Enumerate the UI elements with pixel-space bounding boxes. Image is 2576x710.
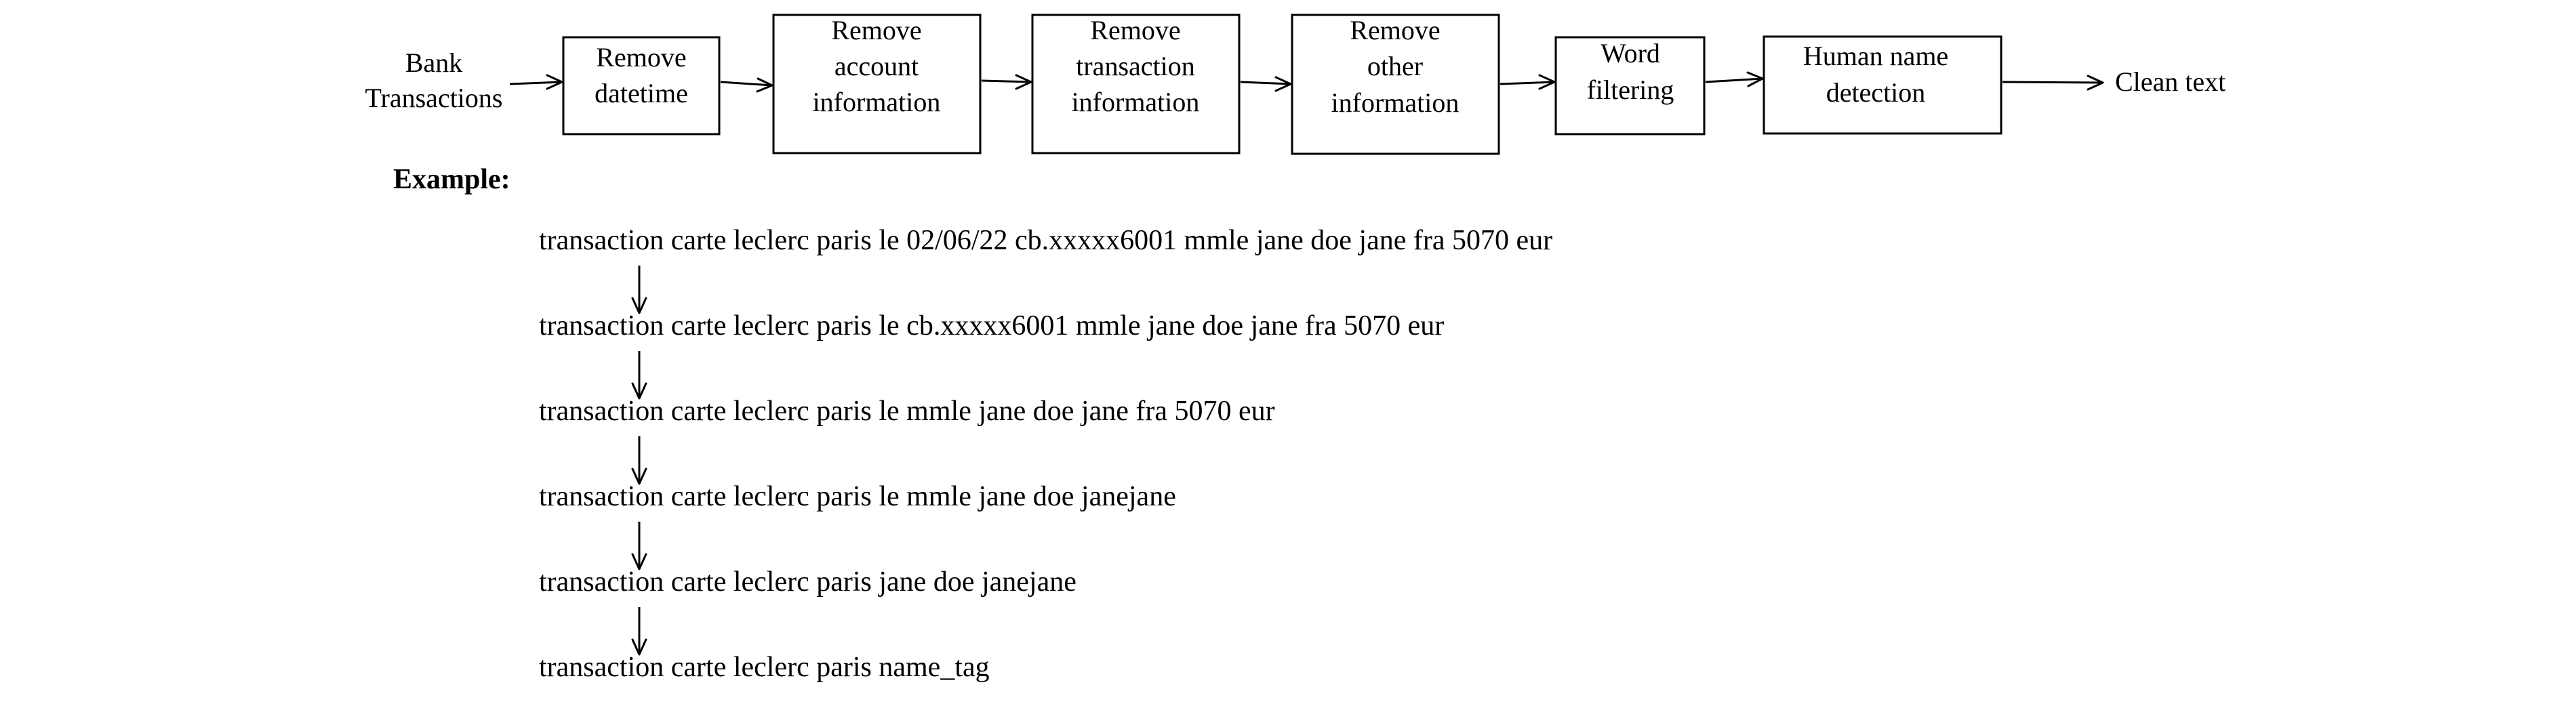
step-label-line: detection bbox=[1826, 77, 1926, 108]
example-line: transaction carte leclerc paris le cb.xx… bbox=[539, 310, 1444, 341]
step-label-line: transaction bbox=[1076, 51, 1195, 81]
step-label-line: Remove bbox=[831, 15, 921, 45]
arrow-down-icon bbox=[631, 522, 647, 570]
step-box bbox=[772, 14, 982, 154]
step-remove-datetime: Remove datetime bbox=[562, 36, 721, 135]
arrow-down-icon bbox=[631, 266, 647, 314]
step-label-line: Remove bbox=[1090, 15, 1180, 45]
example-heading: Example: bbox=[393, 164, 510, 195]
step-label-line: information bbox=[1331, 87, 1460, 118]
step-box bbox=[1291, 14, 1500, 155]
step-label-line: Remove bbox=[1350, 15, 1440, 45]
step-label-line: information bbox=[1072, 87, 1200, 117]
arrow-down-icon bbox=[631, 607, 647, 656]
arrow-right-icon bbox=[720, 77, 773, 93]
arrow-right-icon bbox=[1240, 76, 1292, 92]
step-remove-account-information: Remove account information bbox=[772, 14, 982, 154]
input-label-line: Bank bbox=[405, 47, 462, 78]
input-label-line: Transactions bbox=[365, 83, 503, 113]
step-word-filtering: Word filtering bbox=[1554, 36, 1706, 135]
example-line: transaction carte leclerc paris jane doe… bbox=[539, 566, 1076, 598]
step-box bbox=[1763, 35, 2003, 135]
output-label: Clean text bbox=[2115, 66, 2226, 97]
arrow-right-icon bbox=[1705, 71, 1764, 87]
arrow-right-icon bbox=[1500, 74, 1556, 90]
arrow-right-icon bbox=[509, 74, 563, 90]
step-label-line: Word bbox=[1601, 38, 1660, 68]
arrow-right-icon bbox=[2002, 75, 2104, 91]
step-label-line: account bbox=[834, 51, 919, 81]
input-label: Bank Transactions bbox=[365, 47, 503, 113]
step-remove-other-information: Remove other information bbox=[1291, 14, 1500, 155]
example-line: transaction carte leclerc paris le mmle … bbox=[539, 481, 1176, 512]
step-label-line: datetime bbox=[595, 78, 688, 108]
arrow-down-icon bbox=[631, 436, 647, 485]
arrow-down-icon bbox=[631, 351, 647, 400]
step-label-line: filtering bbox=[1587, 75, 1674, 105]
step-human-name-detection: Human name detection bbox=[1763, 35, 2003, 135]
example-line: transaction carte leclerc paris name_tag bbox=[539, 652, 990, 683]
arrow-right-icon bbox=[981, 74, 1032, 90]
step-label-line: Human name bbox=[1803, 41, 1948, 71]
pipeline-arrows bbox=[509, 71, 2104, 93]
step-remove-transaction-information: Remove transaction information bbox=[1031, 14, 1241, 154]
step-label-line: information bbox=[813, 87, 941, 117]
step-label-line: other bbox=[1367, 51, 1423, 81]
step-box bbox=[1554, 36, 1706, 135]
example-lines: transaction carte leclerc paris le 02/06… bbox=[539, 225, 1552, 683]
step-box bbox=[1031, 14, 1241, 154]
step-label-line: Remove bbox=[596, 42, 686, 72]
example-line: transaction carte leclerc paris le mmle … bbox=[539, 396, 1275, 427]
example-arrows bbox=[631, 266, 647, 656]
step-box bbox=[562, 36, 721, 135]
example-line: transaction carte leclerc paris le 02/06… bbox=[539, 225, 1552, 256]
